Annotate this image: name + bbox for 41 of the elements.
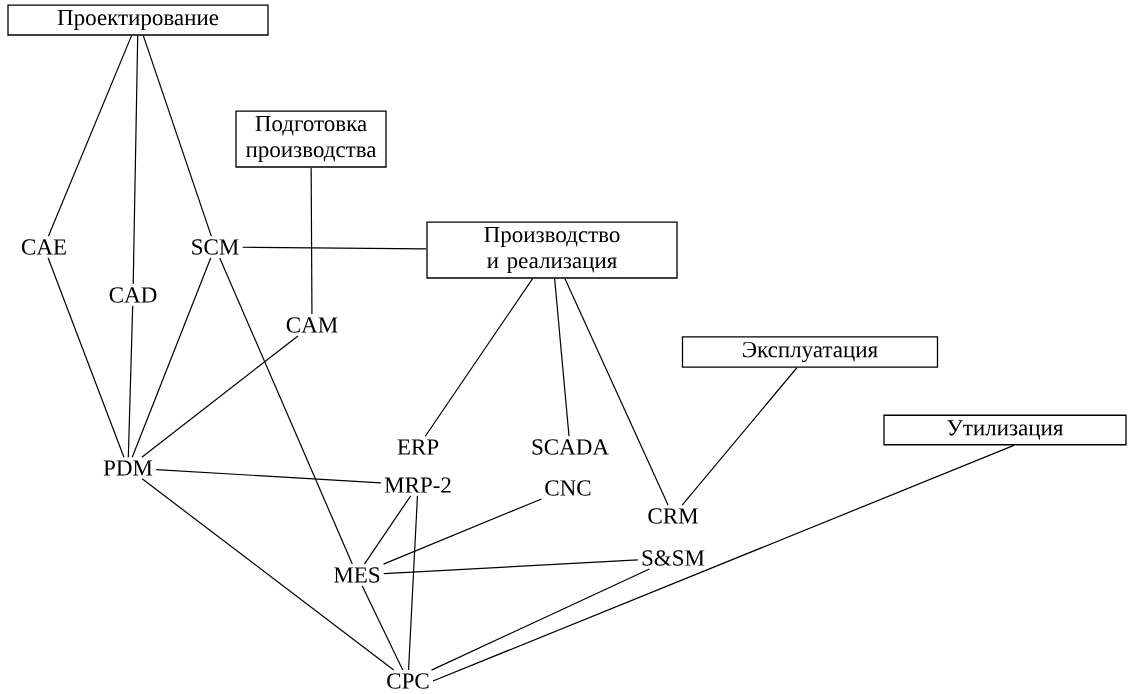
- system-label: ERP: [397, 439, 439, 455]
- connector-line: [219, 257, 353, 565]
- connector-line: [142, 35, 212, 237]
- stage-box: Эксплуатация: [681, 336, 939, 368]
- system-label: PDM: [103, 460, 153, 476]
- connector-line: [131, 257, 212, 458]
- system-label: CAD: [109, 287, 157, 303]
- system-label: SCM: [192, 239, 239, 255]
- system-label: CAM: [286, 317, 338, 333]
- connector-line: [554, 278, 570, 437]
- connector-line: [564, 278, 669, 506]
- connector-line: [407, 495, 419, 671]
- system-label: SCADA: [532, 439, 609, 455]
- system-label: MRP-2: [384, 477, 451, 493]
- connector-line: [47, 35, 133, 237]
- connector-line: [363, 495, 412, 565]
- system-label: MES: [334, 567, 380, 583]
- stage-box: Проектирование: [7, 4, 269, 36]
- system-label: CNC: [545, 480, 591, 496]
- connector-line: [127, 305, 134, 458]
- system-label: S&SM: [642, 550, 705, 566]
- connector-line: [681, 367, 798, 506]
- connector-line: [155, 469, 382, 484]
- connector-line: [361, 585, 404, 671]
- system-label: CAE: [21, 239, 66, 255]
- stage-box: Подготовка производства: [235, 110, 387, 168]
- system-label: CRM: [648, 508, 698, 524]
- stage-box: Производство и реализация: [426, 221, 678, 279]
- system-label: CPC: [387, 673, 429, 689]
- connector-line: [141, 335, 299, 458]
- connector-line: [382, 498, 543, 565]
- connector-line: [141, 478, 395, 671]
- connector-line: [430, 568, 650, 671]
- connector-line: [383, 559, 639, 575]
- connector-line: [241, 246, 427, 250]
- connector-line: [310, 167, 313, 315]
- stage-box: Утилизация: [883, 414, 1127, 446]
- connector-line: [424, 278, 534, 437]
- connector-line: [132, 35, 139, 285]
- connector-line: [47, 257, 125, 458]
- connector-line: [432, 444, 1015, 682]
